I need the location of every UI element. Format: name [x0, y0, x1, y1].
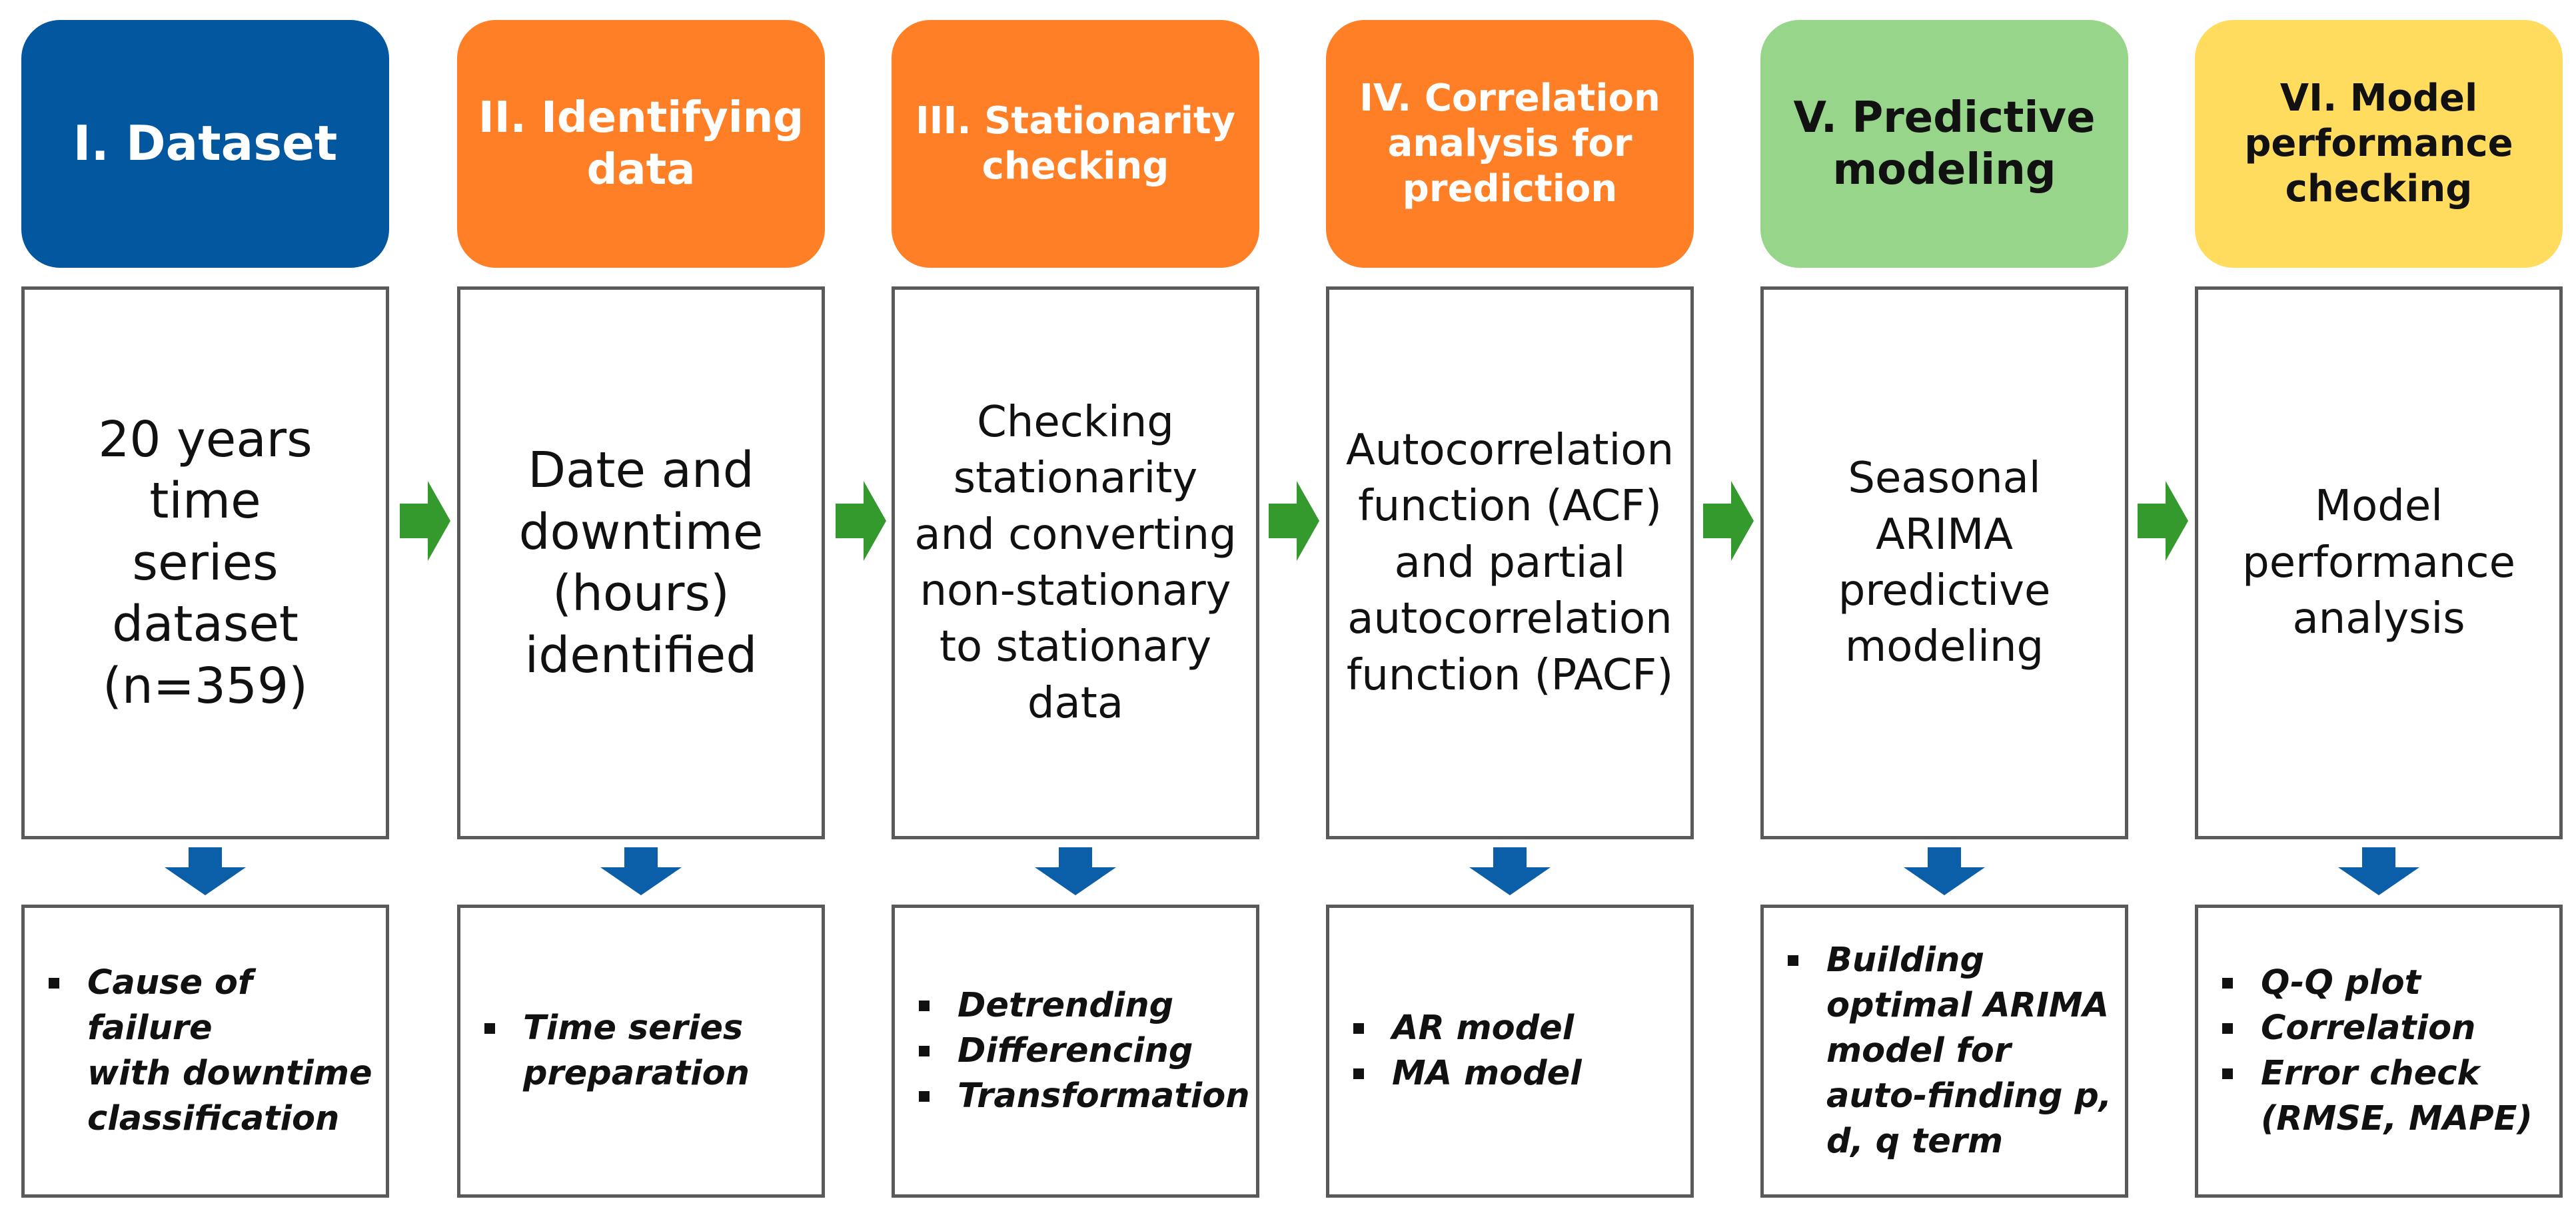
stage-2-header: II. Identifying data — [457, 20, 825, 268]
stage-3-description: Checking stationarity and converting non… — [914, 397, 1237, 728]
stage-1-description-box: 20 years time series dataset (n=359) — [21, 286, 389, 839]
stage-5-bullet-list: Building optimal ARIMA model for auto-fi… — [1764, 938, 2124, 1164]
stage-3-details-box: Detrending Differencing Transformation — [892, 905, 1259, 1198]
stage-3-description-box: Checking stationarity and converting non… — [892, 286, 1259, 839]
stage-2-column: II. Identifying data Date and downtime (… — [457, 0, 825, 1219]
stage-6-column: VI. Model performance checking Model per… — [2195, 0, 2563, 1219]
bullet-item: Cause of failure with downtime classific… — [46, 961, 374, 1142]
bullet-item: AR model — [1351, 1006, 1582, 1051]
stage-6-title: VI. Model performance checking — [2244, 76, 2513, 211]
stage-2-description: Date and downtime (hours) identified — [518, 442, 764, 684]
right-arrow-icon — [836, 481, 886, 561]
stage-6-details-box: Q-Q plot Correlation Error check (RMSE, … — [2195, 905, 2563, 1198]
right-arrow-icon — [1269, 481, 1319, 561]
stage-3-column: III. Stationarity checking Checking stat… — [892, 0, 1259, 1219]
stage-5-description: Seasonal ARIMA predictive modeling — [1838, 454, 2051, 672]
down-arrow-icon — [1469, 847, 1551, 895]
down-arrow-icon — [1904, 847, 1985, 895]
down-arrow-icon — [600, 847, 682, 895]
stage-1-header: I. Dataset — [21, 20, 389, 268]
stage-4-description-box: Autocorrelation function (ACF) and parti… — [1326, 286, 1694, 839]
stage-4-description: Autocorrelation function (ACF) and parti… — [1346, 425, 1674, 700]
stage-6-description: Model performance analysis — [2242, 482, 2515, 644]
stage-1-bullet-list: Cause of failure with downtime classific… — [25, 961, 386, 1142]
stage-1-column: I. Dataset 20 years time series dataset … — [21, 0, 389, 1219]
stage-5-description-box: Seasonal ARIMA predictive modeling — [1760, 286, 2128, 839]
stage-6-bullet-list: Q-Q plot Correlation Error check (RMSE, … — [2198, 961, 2545, 1142]
right-arrow-icon — [1703, 481, 1754, 561]
stage-4-column: IV. Correlation analysis for prediction … — [1326, 0, 1694, 1219]
bullet-item: Building optimal ARIMA model for auto-fi… — [1785, 938, 2112, 1164]
stage-3-bullet-list: Detrending Differencing Transformation — [895, 983, 1262, 1119]
bullet-item: Error check (RMSE, MAPE) — [2220, 1051, 2533, 1142]
stage-4-bullet-list: AR model MA model — [1329, 1006, 1594, 1096]
stage-2-details-box: Time series preparation — [457, 905, 825, 1198]
stage-6-header: VI. Model performance checking — [2195, 20, 2563, 268]
bullet-item: Transformation — [916, 1074, 1250, 1119]
stage-6-description-box: Model performance analysis — [2195, 286, 2563, 839]
bullet-item: Detrending — [916, 983, 1250, 1028]
stage-2-bullet-list: Time series preparation — [460, 1006, 762, 1096]
stage-2-description-box: Date and downtime (hours) identified — [457, 286, 825, 839]
down-arrow-icon — [1035, 847, 1116, 895]
stage-4-header: IV. Correlation analysis for prediction — [1326, 20, 1694, 268]
bullet-item: Time series preparation — [482, 1006, 750, 1096]
stage-1-description: 20 years time series dataset (n=359) — [98, 410, 313, 715]
stage-1-title: I. Dataset — [73, 115, 338, 172]
stage-3-header: III. Stationarity checking — [892, 20, 1259, 268]
bullet-item: Differencing — [916, 1028, 1250, 1074]
bullet-item: MA model — [1351, 1051, 1582, 1096]
stage-5-column: V. Predictive modeling Seasonal ARIMA pr… — [1760, 0, 2128, 1219]
bullet-item: Correlation — [2220, 1006, 2533, 1051]
stage-1-details-box: Cause of failure with downtime classific… — [21, 905, 389, 1198]
right-arrow-icon — [2138, 481, 2188, 561]
down-arrow-icon — [165, 847, 246, 895]
stage-5-title: V. Predictive modeling — [1793, 93, 2096, 195]
stage-5-header: V. Predictive modeling — [1760, 20, 2128, 268]
stage-3-title: III. Stationarity checking — [915, 99, 1236, 188]
stage-4-details-box: AR model MA model — [1326, 905, 1694, 1198]
right-arrow-icon — [400, 481, 450, 561]
down-arrow-icon — [2338, 847, 2419, 895]
stage-4-title: IV. Correlation analysis for prediction — [1359, 76, 1660, 211]
stage-2-title: II. Identifying data — [478, 93, 804, 195]
stage-5-details-box: Building optimal ARIMA model for auto-fi… — [1760, 905, 2128, 1198]
bullet-item: Q-Q plot — [2220, 961, 2533, 1006]
